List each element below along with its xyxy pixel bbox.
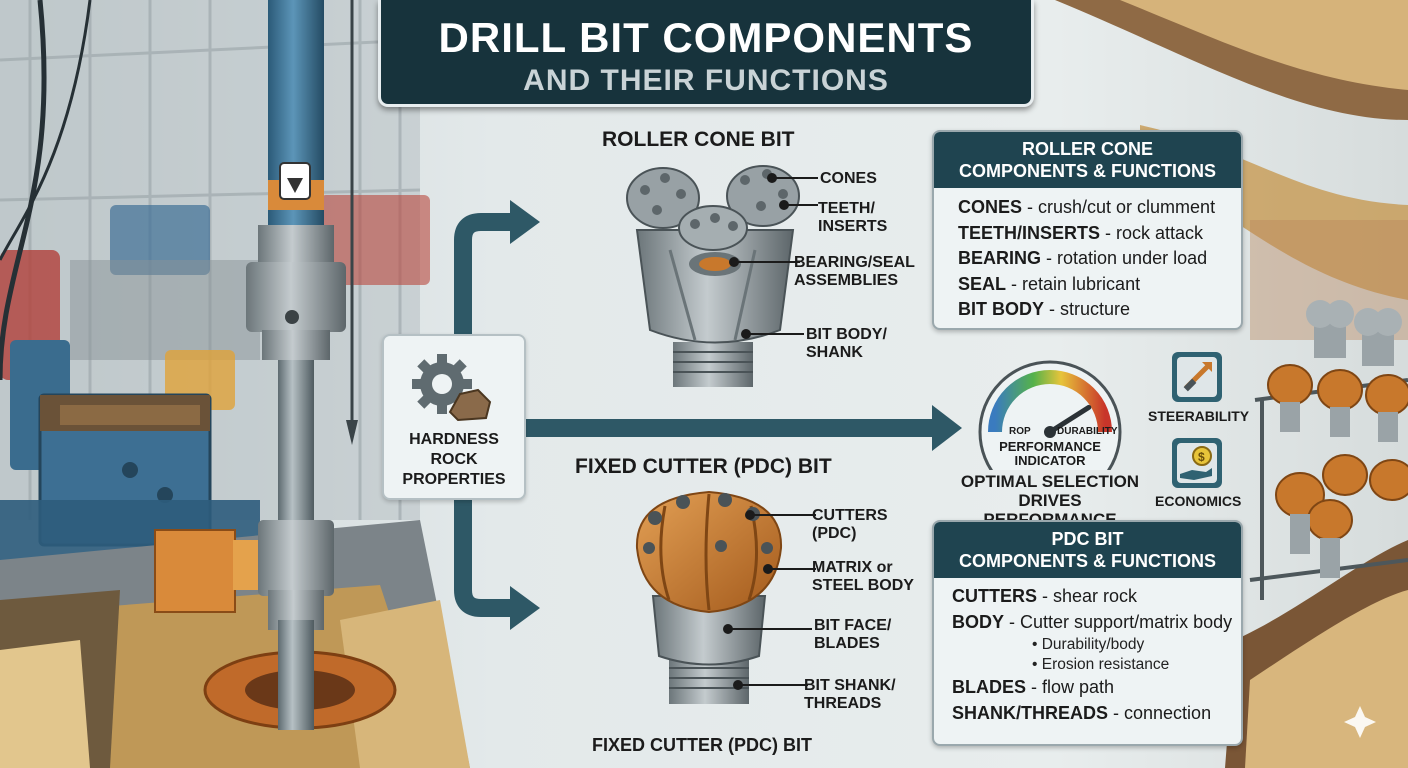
pdc-label-cutters: CUTTERS (PDC)	[812, 507, 888, 542]
roller-cone-bit-illustration	[626, 165, 800, 387]
roller-label-teeth-inserts: TEETH/ INSERTS	[818, 200, 888, 235]
page-title: DRILL BIT COMPONENTS	[438, 14, 974, 61]
title-banner: DRILL BIT COMPONENTS AND THEIR FUNCTIONS	[378, 0, 1034, 107]
pdc-body-subitem-durability: • Durability/body	[1032, 636, 1145, 653]
pdc-leaders	[723, 510, 816, 690]
arrow-to-pdc	[454, 496, 512, 617]
steerability-icon-box	[1172, 352, 1222, 402]
roller-row-seal: SEAL - retain lubricant	[958, 273, 1141, 294]
roller-row-teeth-inserts: TEETH/INSERTS - rock attack	[958, 222, 1204, 243]
roller-row-cones: CONES - crush/cut or clumment	[958, 197, 1216, 217]
svg-text:$: $	[1198, 450, 1205, 464]
page-subtitle: AND THEIR FUNCTIONS	[523, 64, 889, 97]
coin-hand-icon: $	[1177, 443, 1217, 483]
pdc-row-body: BODY - Cutter support/matrix body	[952, 611, 1233, 632]
roller-label-cones: CONES	[820, 170, 877, 187]
gear-rock-icon	[412, 354, 492, 422]
properties-label: PROPERTIES	[402, 471, 506, 488]
steerability-label: STEERABILITY	[1148, 408, 1250, 424]
pdc-panel-header: PDC BIT COMPONENTS & FUNCTIONS	[934, 522, 1241, 578]
gauge-caption: OPTIMAL SELECTION DRIVES PERFORMANCE	[960, 472, 1140, 529]
roller-label-bit-body-shank: BIT BODY/ SHANK	[806, 326, 887, 361]
pdc-row-shank-threads: SHANK/THREADS - connection	[952, 702, 1212, 723]
gauge-needle	[1047, 404, 1092, 435]
hardness-rock-properties-box: HARDNESS ROCK PROPERTIES	[382, 334, 526, 500]
roller-cone-title: ROLLER CONE BIT	[602, 128, 795, 151]
roller-cone-leaders	[729, 173, 818, 339]
economics-icon-box: $	[1172, 438, 1222, 488]
pdc-row-cutters: CUTTERS - shear rock	[952, 586, 1138, 606]
pdc-label-bit-shank-threads: BIT SHANK/ THREADS	[804, 677, 896, 712]
pdc-bit-bottom-title: FIXED CUTTER (PDC) BIT	[592, 735, 812, 755]
pdc-body-subitem-erosion: • Erosion resistance	[1032, 656, 1170, 673]
pdc-bit-title: FIXED CUTTER (PDC) BIT	[575, 455, 832, 478]
roller-row-bearing: BEARING - rotation under load	[958, 248, 1208, 268]
roller-label-bearing-seal: BEARING/SEAL ASSEMBLIES	[794, 254, 915, 289]
gauge-name: PERFORMANCE INDICATOR	[999, 439, 1101, 468]
roller-cone-components-panel: ROLLER CONE COMPONENTS & FUNCTIONS CONES…	[932, 130, 1243, 330]
gauge-durability-label: DURABILITY	[1057, 426, 1118, 437]
gauge-rop-label: ROP	[1009, 426, 1031, 437]
rock-label: ROCK	[430, 451, 478, 468]
pdc-label-bit-face-blades: BIT FACE/ BLADES	[814, 617, 892, 652]
pdc-components-panel: PDC BIT COMPONENTS & FUNCTIONS CUTTERS -…	[932, 520, 1243, 746]
pdc-label-matrix-steel-body: MATRIX or STEEL BODY	[812, 559, 914, 594]
steer-arrow-icon	[1177, 357, 1217, 397]
economics-label: ECONOMICS	[1155, 493, 1242, 509]
arrow-to-roller-cone	[454, 213, 512, 340]
hardness-label: HARDNESS	[409, 431, 499, 448]
roller-panel-header: ROLLER CONE COMPONENTS & FUNCTIONS	[934, 132, 1241, 188]
roller-row-bit-body: BIT BODY - structure	[958, 299, 1131, 319]
pdc-bit-illustration	[635, 490, 783, 704]
performance-gauge: ROP DURABILITY	[978, 360, 1122, 470]
pdc-row-blades: BLADES - flow path	[952, 677, 1115, 697]
